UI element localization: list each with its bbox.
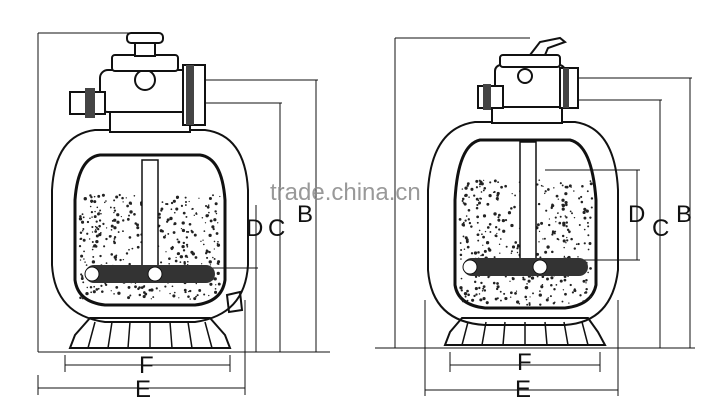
right-filter: D C B F E xyxy=(375,36,695,401)
left-multiport-valve xyxy=(69,32,206,133)
right-inner-vessel xyxy=(453,138,598,310)
left-drain-plug xyxy=(225,290,244,314)
label-d: D xyxy=(246,215,263,242)
label-e: E xyxy=(135,376,151,401)
right-center-pipe xyxy=(519,141,537,261)
lateral-end xyxy=(147,266,163,282)
label-e: E xyxy=(515,376,531,401)
lateral-end xyxy=(462,259,478,275)
label-b: B xyxy=(676,201,692,228)
lateral-end xyxy=(84,266,100,282)
right-tank xyxy=(427,121,619,326)
right-base xyxy=(443,317,607,346)
label-d: D xyxy=(628,201,645,228)
left-center-pipe xyxy=(141,159,159,271)
left-filter: D C B F E xyxy=(37,32,330,401)
pressure-gauge xyxy=(517,68,533,84)
lateral-end xyxy=(532,259,548,275)
left-tank xyxy=(51,129,249,323)
right-labels: D C B F E xyxy=(515,201,692,401)
valve-handle xyxy=(527,36,568,56)
left-inner-vessel xyxy=(73,153,227,307)
label-c: C xyxy=(268,215,285,242)
left-base-ribs xyxy=(87,321,213,349)
right-multiport-valve xyxy=(477,36,579,124)
left-labels: D C B F E xyxy=(135,201,313,401)
left-dimension-lines xyxy=(37,32,330,395)
label-c: C xyxy=(652,215,669,242)
watermark: trade.china.cn xyxy=(270,179,421,206)
label-f: F xyxy=(517,349,532,376)
right-lateral-collector xyxy=(463,258,588,276)
right-dimension-lines xyxy=(375,37,695,396)
label-b: B xyxy=(297,201,313,228)
label-f: F xyxy=(139,352,154,379)
